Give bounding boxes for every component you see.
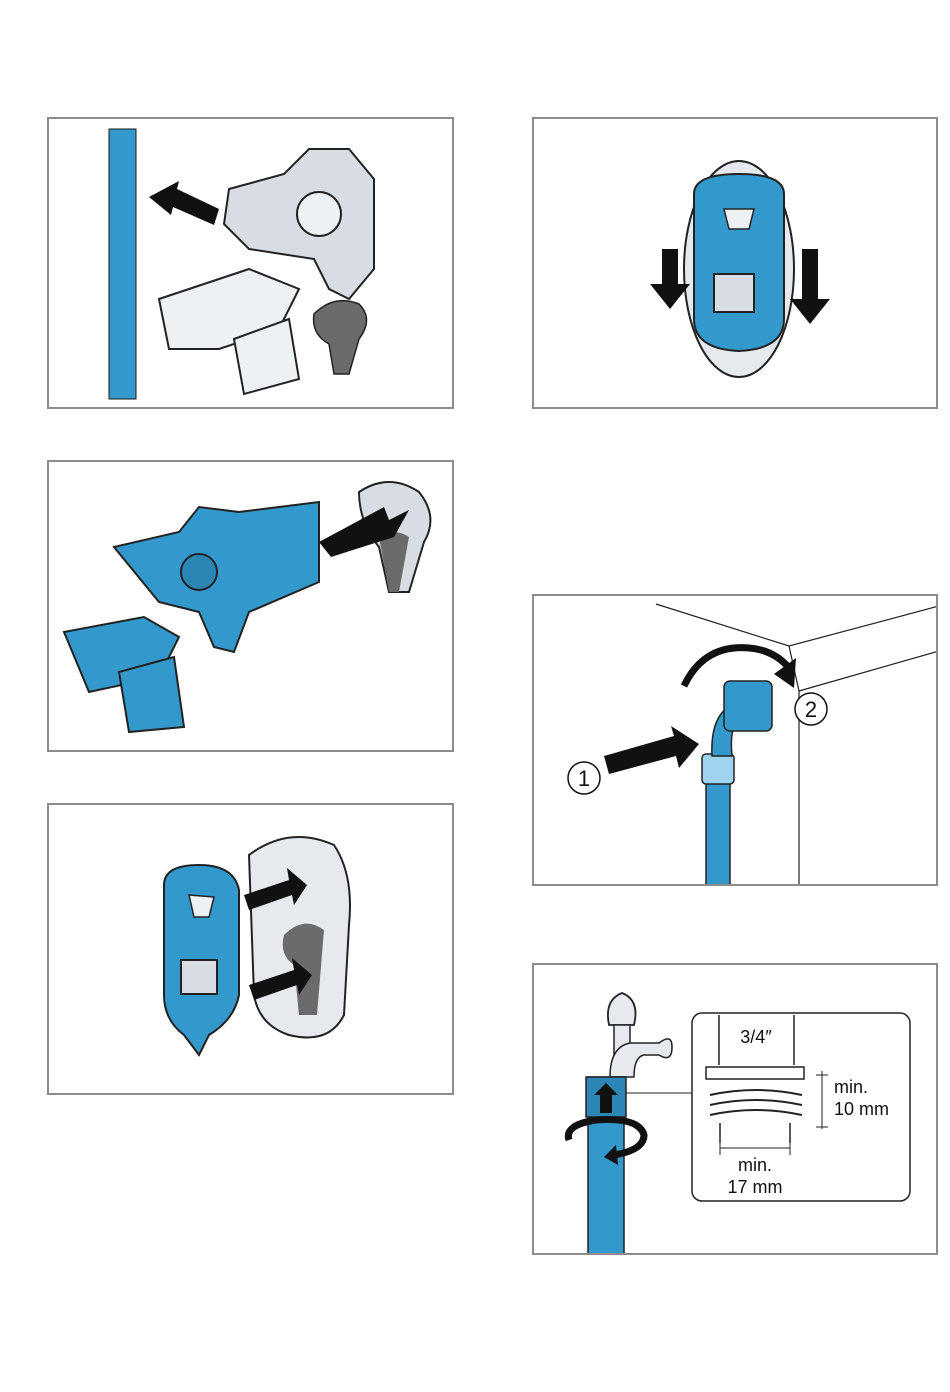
min-height-label: min. [834, 1077, 868, 1097]
arrow-push-icon [604, 726, 699, 774]
min-width-value: 17 mm [727, 1177, 782, 1197]
appliance-edge-top [656, 604, 938, 646]
cover-top-slot [724, 209, 754, 229]
blue-connector [724, 681, 772, 731]
step-one-number: 1 [578, 766, 590, 791]
min-height-value: 10 mm [834, 1099, 889, 1119]
tap-handle [608, 993, 636, 1025]
min-width-label: min. [738, 1155, 772, 1175]
press-cover-drawing [49, 805, 454, 1095]
rotate-arrow-arc [684, 648, 789, 686]
insert-bracket-drawing [49, 462, 454, 752]
thread-detail-drawing: 3/4″ min. 10 mm min. 17 mm [534, 965, 938, 1255]
illustration-panel-remove-bracket [47, 117, 454, 409]
thread-size-label: 3/4″ [740, 1027, 772, 1047]
arrow-down-right-icon [790, 249, 830, 324]
bracket-hole [297, 192, 341, 236]
step-two-number: 2 [805, 697, 817, 722]
blue-bracket-hole [181, 554, 217, 590]
blue-wall-strip [109, 129, 136, 399]
illustration-panel-thread-detail: 3/4″ min. 10 mm min. 17 mm [532, 963, 938, 1255]
connect-hose-drawing: 1 2 [534, 596, 938, 886]
keyhole-opening [314, 301, 367, 374]
square-socket [714, 274, 754, 312]
blue-cover [694, 174, 784, 351]
cover-top-slot [189, 895, 214, 917]
square-socket [181, 960, 217, 994]
illustration-panel-press-cover [47, 803, 454, 1095]
nut-top [706, 1067, 804, 1079]
hose-nut [702, 754, 734, 784]
illustration-panel-insert-bracket [47, 460, 454, 752]
cover-slide-drawing [534, 119, 938, 409]
appliance-edge-back [799, 651, 938, 691]
illustration-panel-cover-slide [532, 117, 938, 409]
illustration-panel-connect-hose: 1 2 [532, 594, 938, 886]
arrow-left-icon [149, 181, 219, 225]
remove-bracket-drawing [49, 119, 454, 409]
